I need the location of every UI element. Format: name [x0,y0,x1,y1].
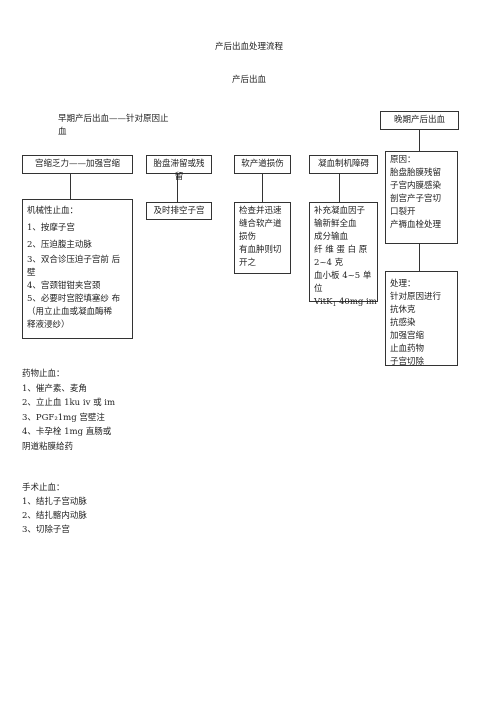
late-treatment-item: 止血药物 [390,344,425,354]
mechanical-item: 5、必要时宫腔填塞纱 布 [27,294,121,304]
surgical-hemostasis-section: 手术止血： 1、结扎子宫动脉 2、结扎髂内动脉 3、切除子宫 [22,481,87,537]
connector-trauma-to-action [262,174,263,202]
late-pph-box: 晚期产后出血 [380,111,459,130]
cause-coagulation: 凝血制机障碍 [309,155,378,174]
late-cause-item: 子宫内膜感染 [390,181,442,191]
mechanical-item: 释液浸纱） [27,320,70,330]
late-treatment-title: 处理： [390,279,416,289]
drug-hemostasis-section: 药物止血： 1、催产素、麦角 2、立止血 1ku iv 或 im 3、PGF₂1… [22,367,115,454]
late-treatment-box: 处理： 针对原因进行 抗休克 抗感染 加强宫缩 止血药物 子宫切除 [385,271,458,367]
trauma-action-line: 开之 [239,258,257,268]
late-causes-title: 原因： [390,155,416,165]
cause-placenta: 胎盘滞留或残留 [146,155,212,182]
surgery-item: 1、结扎子宫动脉 [22,497,87,507]
mechanical-item: 壁 [27,268,36,278]
connector-atony-to-mechanical [70,174,71,199]
drug-item: 3、PGF₂1mg 宫壁注 [22,412,105,423]
late-causes-box: 原因： 胎盘胎膜残留 子宫内膜感染 剖宫产子宫切 口裂开 产褥血栓处理 [385,151,458,244]
late-treatment-item: 针对原因进行 [390,292,442,302]
diagram-heading: 产后出血 [232,75,267,85]
coag-action-line: 血小板 4~5 单 [314,271,372,281]
late-treatment-item: 子宫切除 [390,357,425,367]
connector-late-causes-to-treatment [419,244,420,271]
vitk-prefix: VitK [314,297,333,307]
connector-coag-to-action [339,174,340,202]
late-treatment-item: 加强宫缩 [390,331,425,341]
mechanical-title: 机械性止血： [27,206,79,216]
surgery-item: 2、结扎髂内动脉 [22,511,87,521]
late-cause-item: 胎盘胎膜残留 [390,168,442,178]
connector-placenta-to-action [177,174,178,202]
trauma-action-line: 损伤 [239,232,257,242]
early-pph-label-line1: 早期产后出血——针对原因止 [58,114,169,124]
vitamin-k-line: VitK1 40mg im [314,296,377,311]
coag-action-line: 位 [314,284,323,294]
late-treatment-item: 抗感染 [390,318,416,328]
mechanical-item: 2、压迫腹主动脉 [27,240,92,250]
late-cause-item: 产褥血栓处理 [390,220,442,230]
early-pph-label-line2: 血 [58,127,67,137]
drug-item: 4、卡孕栓 1mg 直肠或 [22,427,112,437]
drug-item: 1、催产素、麦角 [22,383,87,394]
mechanical-item: 3、双合诊压迫子宫前 后 [27,255,121,265]
trauma-action-box: 检查并迅速 缝合软产道 损伤 有血肿则切 开之 [234,202,291,274]
late-cause-item: 口裂开 [390,207,416,217]
mechanical-item: 4、宫颈钳钳夹宫颈 [27,281,101,291]
trauma-action-line: 缝合软产道 [239,219,282,229]
vitk-suffix: 40mg im [336,297,377,307]
cause-uterine-atony: 宫缩乏力——加强宫缩 [22,155,133,174]
coag-action-line: 成分输血 [314,232,349,242]
surgery-title: 手术止血： [22,483,65,493]
connector-late-to-causes [419,130,420,151]
coag-action-line: 输新鲜全血 [314,219,357,229]
drug-title: 药物止血： [22,369,65,379]
trauma-action-line: 有血肿则切 [239,245,282,255]
mechanical-item: 1、按摩子宫 [27,223,75,233]
coag-action-line: 纤 维 蛋 白 原 [314,245,368,255]
drug-item: 2、立止血 1ku iv 或 im [22,398,116,408]
coag-action-line: 补充凝血因子 [314,206,366,216]
cause-trauma: 软产道损伤 [234,155,291,174]
mechanical-item: （用立止血或凝血酶稀 [27,307,113,317]
trauma-action-line: 检查并迅速 [239,206,282,216]
early-pph-label: 早期产后出血——针对原因止 血 [58,113,169,139]
placenta-action-box: 及时排空子宫 [146,202,212,220]
vitk-subscript: 1 [332,301,337,308]
drug-item: 阴道粘膜给药 [22,441,74,452]
coag-action-line: 2~4 克 [314,258,344,268]
surgery-item: 3、切除子宫 [22,525,70,535]
coagulation-action-box: 补充凝血因子 输新鲜全血 成分输血 纤 维 蛋 白 原 2~4 克 血小板 4~… [309,202,378,308]
late-cause-item: 剖宫产子宫切 [390,194,442,204]
late-treatment-item: 抗休克 [390,305,416,315]
mechanical-hemostasis-box: 机械性止血： 1、按摩子宫 2、压迫腹主动脉 3、双合诊压迫子宫前 后 壁 4、… [22,199,133,339]
document-title: 产后出血处理流程 [215,42,284,52]
